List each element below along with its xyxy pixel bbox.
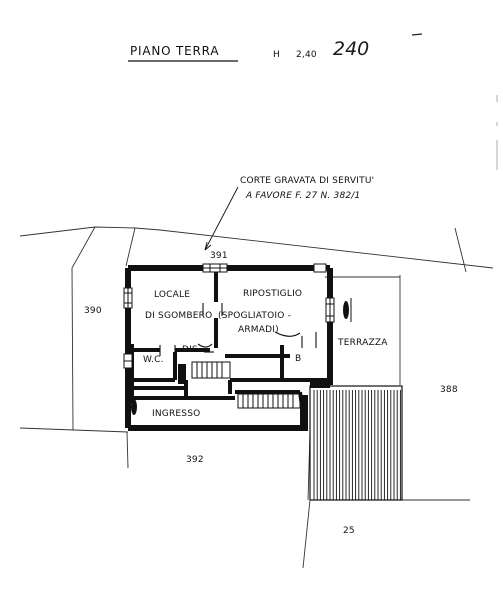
easement-leader (204, 186, 239, 251)
door-marks (159, 303, 317, 356)
height-label: H (273, 50, 280, 60)
parcel-southeast: 25 (343, 526, 355, 536)
room-spogliatoio-line2: ARMADI) (238, 325, 279, 335)
parcel-west: 390 (84, 306, 102, 316)
room-wc: W.C. (143, 355, 164, 365)
plan-title: PIANO TERRA (130, 44, 219, 58)
room-terrazza: TERRAZZA (337, 338, 388, 348)
height-value: 2,40 (296, 50, 317, 60)
parcel-north: 391 (210, 251, 228, 261)
windows (123, 263, 335, 369)
easement-line2: A FAVORE F. 27 N. 382/1 (245, 191, 360, 201)
room-spogliatoio-line1: (SPOGLIATOIO - (218, 311, 291, 321)
boundary-lines (19, 226, 494, 569)
parcel-east: 388 (440, 385, 458, 395)
room-ingresso: INGRESSO (152, 409, 200, 419)
room-locale-line2: DI SGOMBERO (145, 311, 212, 321)
external-staircase (309, 385, 403, 501)
entrance-door-leaf (131, 399, 137, 415)
room-ripostiglio: RIPOSTIGLIO (243, 289, 302, 299)
easement-arrowhead (204, 241, 212, 251)
wall-fills (128, 344, 330, 431)
terrace-door-leaf (343, 301, 349, 319)
room-b: B (295, 354, 301, 364)
room-dis: DIS. (182, 345, 201, 355)
parcel-south: 392 (186, 455, 204, 465)
room-locale-line1: LOCALE (154, 290, 190, 300)
staircase (191, 361, 301, 409)
easement-line1: CORTE GRAVATA DI SERVITU' (240, 176, 374, 186)
handwritten-height: 240 (333, 38, 369, 60)
pen-mark (411, 33, 423, 36)
